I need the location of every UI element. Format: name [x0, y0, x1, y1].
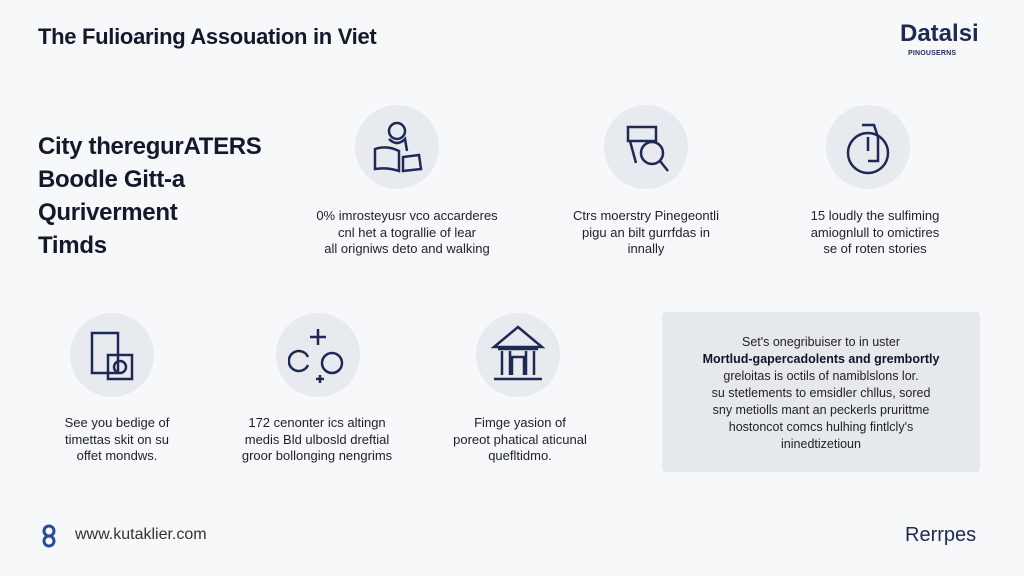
building-icon — [476, 313, 560, 397]
brand-tagline: PINOUSERNS — [908, 50, 957, 57]
magnifier-icon — [604, 105, 688, 189]
info-panel: Set's onegribuiser to in uster Mortlud-g… — [662, 312, 980, 472]
heading-line: Quriverment — [38, 199, 178, 226]
website-link[interactable]: www.kutaklier.com — [75, 526, 207, 543]
footer-brand: Rerrpes — [905, 524, 977, 546]
page-title: The Fulioaring Assouation in Viet — [38, 24, 377, 49]
brand-logo: Datalsi — [900, 20, 979, 47]
clock-device-icon — [826, 105, 910, 189]
link-icon — [36, 523, 62, 554]
section-heading: City theregurATERS Boodle Gitt-a Quriver… — [38, 130, 262, 262]
heading-line: Timds — [38, 232, 107, 259]
person-laptop-icon — [355, 105, 439, 189]
document-gear-icon — [70, 313, 154, 397]
heading-line: City theregurATERS — [38, 133, 262, 160]
heading-line: Boodle Gitt-a — [38, 166, 185, 193]
network-icon — [276, 313, 360, 397]
